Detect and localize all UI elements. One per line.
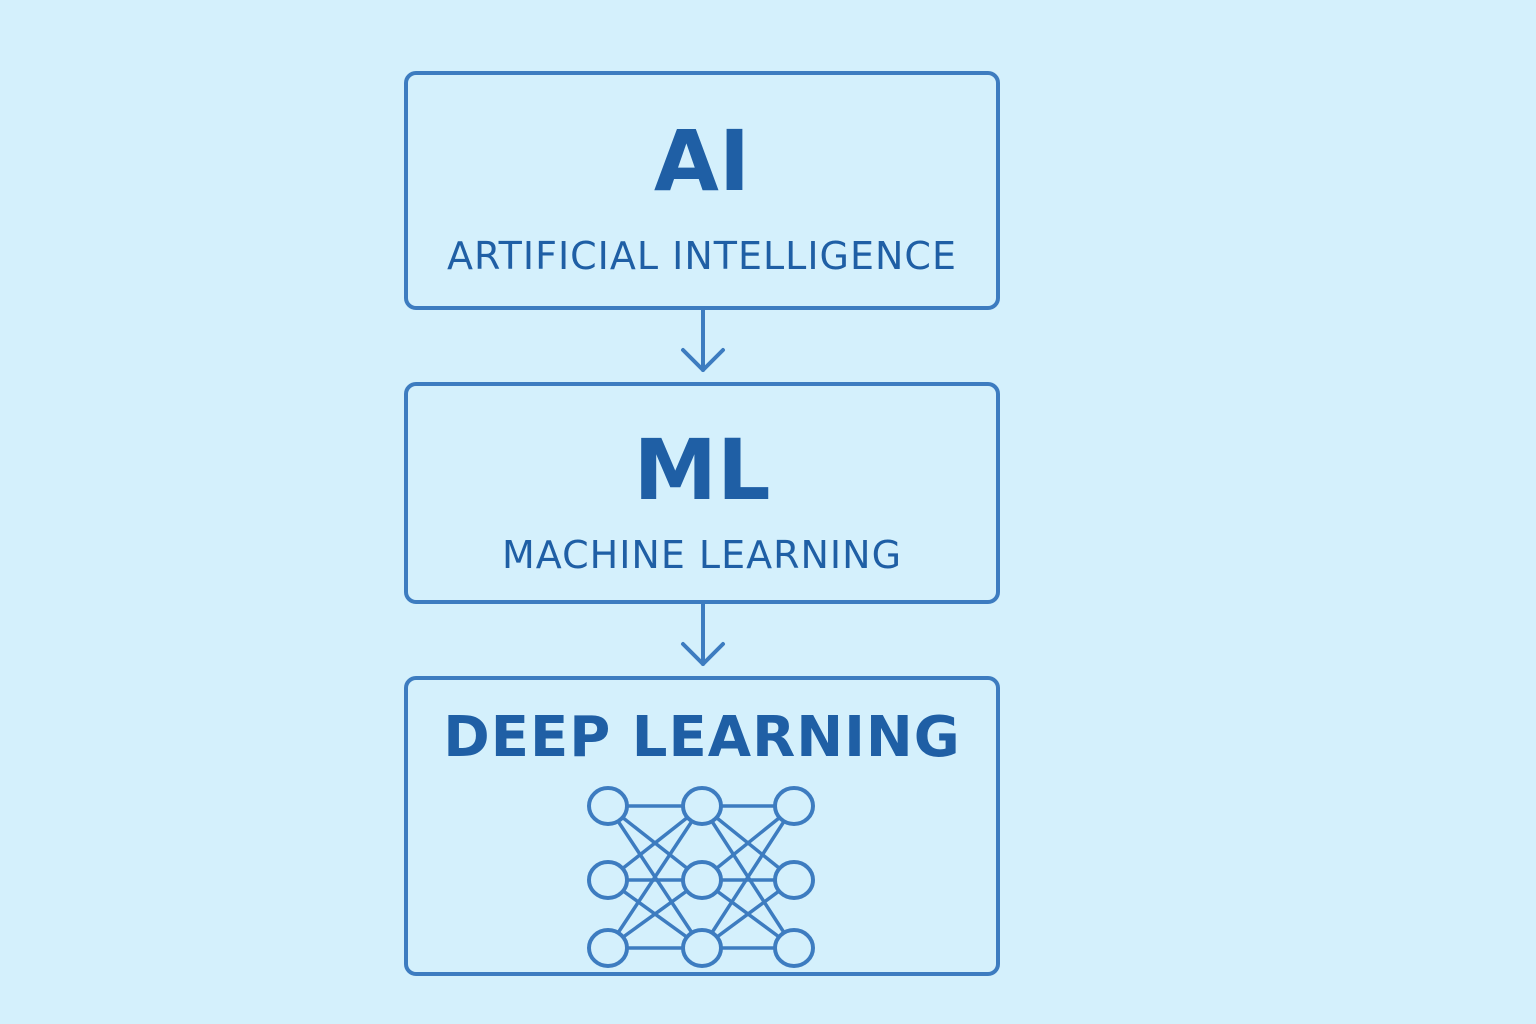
arrow-ml-to-dl [681, 602, 725, 666]
arrow-ai-to-ml [681, 308, 725, 372]
ml-abbreviation: ML [633, 421, 771, 519]
ai-abbreviation: AI [653, 112, 751, 210]
network-nodes [587, 786, 815, 968]
ml-box: ML MACHINE LEARNING [404, 382, 1000, 604]
ai-full-name: ARTIFICIAL INTELLIGENCE [447, 234, 957, 278]
ai-box: AI ARTIFICIAL INTELLIGENCE [404, 71, 1000, 310]
neural-network-icon [587, 786, 815, 968]
ml-full-name: MACHINE LEARNING [501, 533, 903, 577]
dl-title: DEEP LEARNING [443, 705, 961, 770]
